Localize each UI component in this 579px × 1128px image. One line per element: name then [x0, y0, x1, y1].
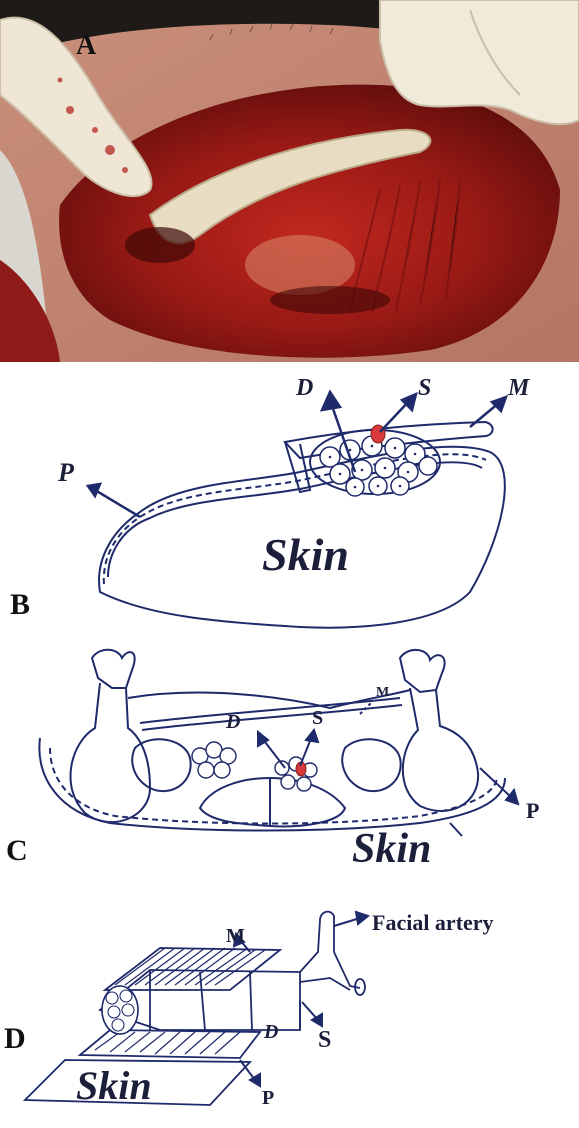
panel-label-a: A — [76, 32, 96, 60]
label-d-facial-artery: Facial artery — [372, 912, 494, 934]
label-b-d: D — [296, 376, 313, 400]
arrowhead-c-s — [306, 730, 318, 742]
tick-c-skin — [450, 823, 462, 836]
panel-d-schematic: Facial artery M S D P Skin D — [0, 890, 579, 1128]
label-d-m: M — [226, 926, 245, 946]
label-c-s: S — [312, 708, 323, 728]
tooth-left-crown — [92, 650, 135, 688]
tooth-left-root — [71, 683, 150, 822]
arrowhead-d-facial — [356, 912, 368, 924]
arrows-d — [234, 912, 368, 1086]
panel-label-b: B — [10, 590, 30, 620]
bone-cavity-left — [132, 739, 190, 791]
arrow-p — [95, 490, 140, 517]
gland-block-line-2 — [250, 972, 252, 1030]
arrowhead-d — [322, 392, 340, 410]
clot-bottom — [270, 286, 390, 314]
arrowhead-p — [88, 484, 100, 496]
label-c-m: M — [376, 686, 389, 700]
mylohyoid-line — [140, 698, 400, 723]
panel-label-d: D — [4, 1024, 26, 1054]
label-d-d: D — [264, 1022, 278, 1042]
arrowhead-c-p — [506, 790, 518, 804]
panel-label-c: C — [6, 836, 28, 866]
label-c-p: P — [526, 800, 539, 822]
schematic-b-drawing — [0, 362, 579, 638]
gland-housing — [200, 778, 345, 826]
label-b-skin: Skin — [262, 532, 349, 578]
arrow-c-p — [480, 768, 512, 798]
label-b-s: S — [418, 376, 431, 400]
label-d-s: S — [318, 1028, 331, 1052]
panel-b-schematic: D S M P Skin B — [0, 362, 579, 638]
tooth-right-crown — [400, 650, 445, 692]
mylohyoid-top — [105, 948, 280, 990]
label-b-p: P — [58, 460, 74, 486]
arrow-d-facial — [334, 918, 360, 926]
facial-artery-vessel — [300, 912, 360, 988]
schematic-c-drawing — [0, 638, 579, 890]
tooth-right-root — [403, 688, 478, 811]
label-c-skin: Skin — [352, 828, 431, 870]
label-b-m: M — [508, 376, 529, 400]
platysma-dashed-c — [50, 748, 497, 824]
panel-a-surgical-photo: A — [0, 0, 579, 362]
flap-hinge — [285, 442, 310, 492]
exposed-tissue — [245, 235, 355, 295]
label-c-d: D — [226, 712, 240, 732]
clot-left — [125, 227, 195, 263]
arrowhead-m — [492, 397, 506, 411]
bone-cavity-right — [342, 739, 400, 791]
gum-line — [128, 690, 410, 708]
panel-c-schematic: D S M P Skin C — [0, 638, 579, 890]
label-d-skin: Skin — [76, 1066, 152, 1106]
facial-artery-branch — [300, 978, 350, 990]
nodes-c-left — [192, 742, 236, 778]
label-d-p: P — [262, 1088, 274, 1108]
